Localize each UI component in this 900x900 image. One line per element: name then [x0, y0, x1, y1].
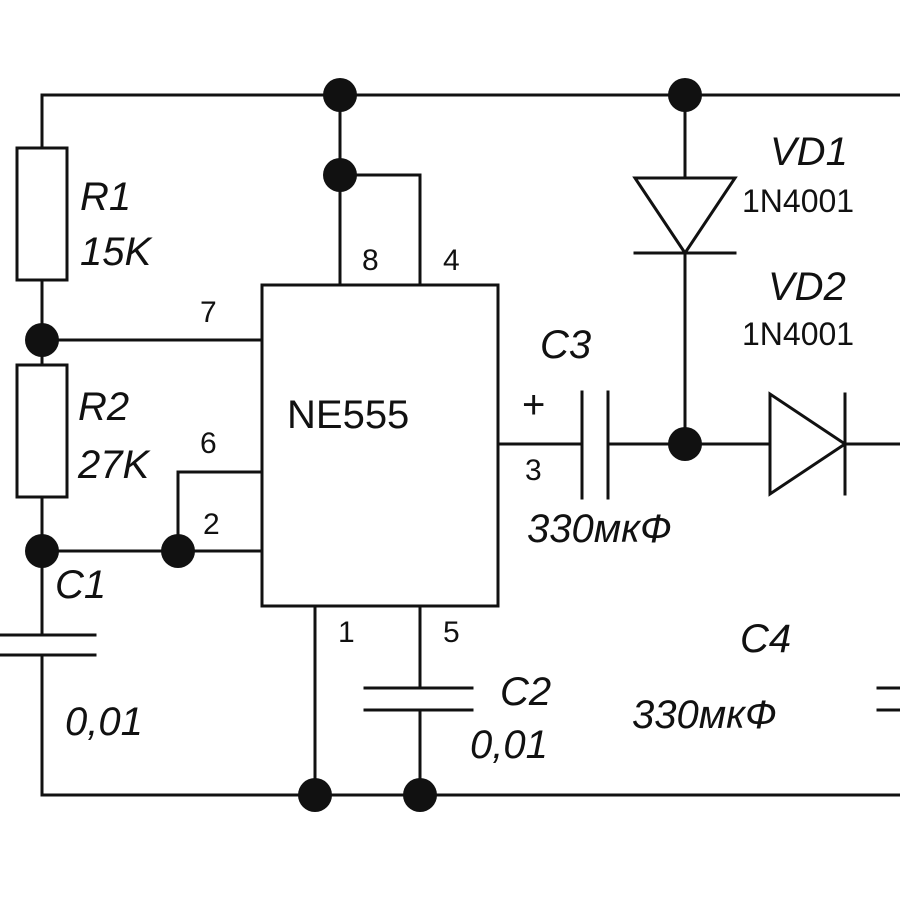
pin4-label: 4 [443, 244, 460, 277]
c4-value-label: 330мкФ [632, 693, 777, 737]
ic-name-label: NE555 [287, 393, 409, 437]
resistor-r1 [15, 146, 69, 282]
c2-value-label: 0,01 [470, 723, 548, 767]
pin4-wire [338, 173, 422, 287]
junction-dot [161, 534, 195, 568]
c3-value-label: 330мкФ [527, 507, 672, 551]
diode-vd1 [632, 176, 738, 256]
pin6-wire [176, 470, 264, 553]
pin8-label: 8 [362, 244, 379, 277]
vd1-ref-label: VD1 [770, 130, 848, 174]
resistor-r2 [15, 363, 69, 499]
junction-dot [323, 158, 357, 192]
capacitor-c4 [876, 686, 900, 712]
capacitor-c1 [0, 633, 97, 657]
junction-dot [298, 778, 332, 812]
junctions [25, 78, 702, 812]
pin2-label: 2 [203, 508, 220, 541]
pin3-label: 3 [525, 454, 542, 487]
junction-dot [403, 778, 437, 812]
junction-dot [25, 323, 59, 357]
pin6-label: 6 [200, 427, 217, 460]
diode-vd2 [768, 391, 848, 497]
junction-dot [25, 534, 59, 568]
pin7-label: 7 [200, 296, 217, 329]
c4-ref-label: C4 [740, 617, 791, 661]
r2-ref-label: R2 [78, 385, 129, 429]
capacitor-c2 [363, 686, 474, 712]
r1-value-label: 15K [80, 230, 153, 274]
capacitor-c3 [580, 390, 610, 500]
junction-dot [668, 78, 702, 112]
ic-ne555-body [260, 283, 500, 608]
pin1-label: 1 [338, 616, 355, 649]
r1-ref-label: R1 [80, 175, 131, 219]
c3-ref-label: C3 [540, 323, 591, 367]
r2-value-label: 27K [77, 443, 151, 487]
pin5-label: 5 [443, 616, 460, 649]
vd2-part-label: 1N4001 [742, 316, 854, 352]
junction-dot [668, 427, 702, 461]
vd1-part-label: 1N4001 [742, 183, 854, 219]
c1-value-label: 0,01 [65, 700, 143, 744]
c1-ref-label: C1 [55, 563, 106, 607]
vd2-ref-label: VD2 [768, 265, 846, 309]
c3-polarity-mark: + [522, 383, 545, 427]
junction-dot [323, 78, 357, 112]
c2-ref-label: C2 [500, 670, 551, 714]
